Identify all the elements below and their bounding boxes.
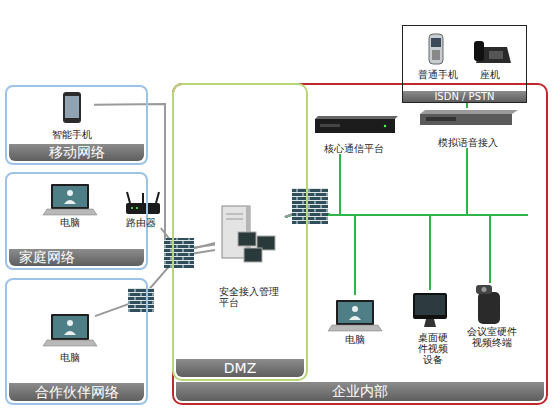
- device-label: 会议室硬件视频终端: [466, 326, 518, 348]
- gateway-icon: [420, 114, 512, 125]
- router-led: [131, 207, 133, 209]
- device-node: 桌面硬件视频设备: [410, 290, 455, 365]
- monitor-symbol: [244, 248, 262, 262]
- laptop-icon: [51, 184, 89, 209]
- monitor-symbol: [238, 232, 256, 246]
- zone-band: 移动网络: [9, 144, 144, 161]
- conference-terminal-icon: [478, 292, 500, 324]
- laptop-base: [43, 209, 97, 215]
- rack-top: [315, 116, 398, 119]
- video-monitor-screen: [415, 295, 445, 315]
- rack-led: [384, 125, 386, 127]
- router-icon: [126, 203, 160, 214]
- laptop-base: [328, 325, 382, 331]
- gateway-port: [426, 117, 456, 121]
- device-node: 座机: [470, 30, 510, 80]
- monitor-stand: [424, 319, 436, 327]
- device-label: 电脑: [60, 352, 80, 363]
- server-slot: [226, 214, 243, 215]
- router-antenna: [156, 192, 159, 203]
- laptop-screen: [338, 302, 372, 323]
- device-node: 智能手机: [50, 90, 94, 140]
- router-antenna: [142, 193, 144, 203]
- router-led: [136, 207, 138, 209]
- network-zone: DMZ 安全接入管理平台: [172, 83, 308, 381]
- device-label: 座机: [480, 69, 500, 80]
- laptop-screen: [53, 186, 87, 207]
- device-label: 智能手机: [52, 129, 92, 140]
- handset-screen: [431, 38, 441, 47]
- rack-panel: [320, 124, 340, 127]
- zone-band: 企业内部: [176, 382, 544, 401]
- device-label: 路由器: [126, 217, 156, 228]
- user-symbol: [349, 316, 361, 320]
- device-node: 路由器: [120, 190, 162, 228]
- user-symbol: [67, 190, 73, 196]
- zone-band: 合作伙伴网络: [9, 383, 144, 401]
- device-label: 桌面硬件视频设备: [417, 332, 449, 365]
- laptop-screen: [53, 316, 87, 338]
- laptop-icon: [336, 300, 374, 325]
- zone-band: DMZ: [176, 359, 304, 377]
- smartphone-screen: [65, 96, 79, 118]
- device-node: 电脑: [330, 295, 380, 345]
- deskphone-receiver: [474, 41, 484, 61]
- camera-head: [476, 285, 492, 294]
- user-symbol: [67, 320, 73, 326]
- camera-lens: [482, 287, 487, 292]
- firewall-symbol: [128, 288, 154, 312]
- zone-band: ISDN / PSTN: [403, 91, 526, 102]
- network-zone: ISDN / PSTN 普通手机 座机: [402, 25, 527, 103]
- network-link: [94, 104, 215, 252]
- device-label: 模拟语音接入: [438, 137, 498, 148]
- router-antenna: [127, 192, 130, 203]
- device-label: 普通手机: [418, 69, 458, 80]
- network-zone: 企业内部 DMZ 安全接入管理平台 核心通信平台 模拟语音接入电脑 桌面硬件视频设备会议室…: [172, 83, 548, 405]
- network-zone: 合作伙伴网络 电脑: [5, 278, 148, 405]
- gateway-top: [420, 110, 518, 114]
- zone-band: 家庭网络: [9, 249, 144, 266]
- server-slot: [226, 219, 243, 220]
- network-zone: 家庭网络电脑路由器: [5, 172, 148, 270]
- network-zone: 移动网络 智能手机: [5, 85, 148, 165]
- device-node: 模拟语音接入: [418, 108, 518, 148]
- firewall-symbol: [164, 238, 194, 268]
- deskphone-keypad: [489, 51, 503, 59]
- device-node: 安全接入管理平台: [215, 200, 285, 308]
- laptop-base: [43, 340, 97, 346]
- handset-keypad: [432, 50, 440, 60]
- laptop-icon: [51, 314, 89, 340]
- device-node: 电脑: [45, 305, 95, 363]
- device-node: 会议室硬件视频终端: [462, 283, 522, 348]
- device-label: 核心通信平台: [324, 143, 384, 154]
- smartphone-icon: [63, 92, 81, 123]
- user-symbol: [64, 200, 76, 204]
- device-node: 电脑: [45, 180, 95, 228]
- bus-stub: [490, 214, 528, 216]
- user-symbol: [64, 331, 76, 335]
- rack-icon: [315, 119, 395, 133]
- device-node: 核心通信平台: [310, 112, 398, 154]
- firewall-symbol: [292, 188, 328, 224]
- handset-icon: [429, 34, 443, 64]
- device-label: 电脑: [60, 217, 80, 228]
- network-link: [466, 103, 468, 108]
- user-symbol: [352, 306, 358, 312]
- device-node: 普通手机: [415, 30, 460, 80]
- device-label: 安全接入管理平台: [215, 286, 283, 308]
- video-monitor-icon: [413, 293, 447, 319]
- device-label: 电脑: [345, 334, 365, 345]
